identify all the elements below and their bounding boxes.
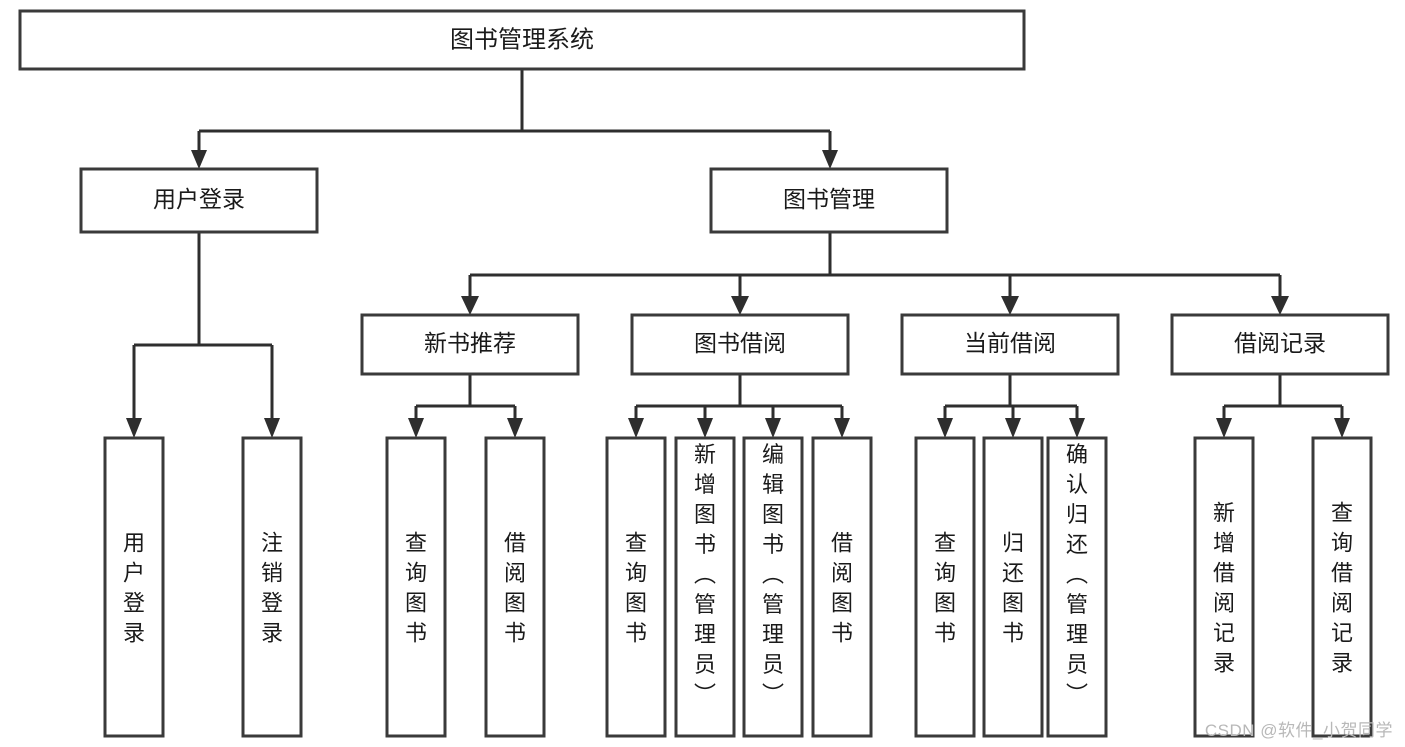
node-book-borrowing-label: 图书借阅	[694, 330, 786, 356]
connector-book-mgmt-to-level3	[461, 232, 1289, 315]
node-book-borrowing[interactable]: 图书借阅	[630, 313, 850, 376]
leaf-node-label: 借阅图书	[831, 530, 853, 645]
leaf-node-box[interactable]	[605, 436, 667, 738]
arrow-head-leaf-13	[1334, 418, 1350, 438]
leaf-node[interactable]: 新增图书︵管理员︶	[674, 436, 736, 738]
leaf-node-box[interactable]	[914, 436, 976, 738]
node-new-book-recommendation-box[interactable]	[360, 313, 580, 376]
node-new-book-recommendation-label: 新书推荐	[424, 330, 516, 356]
leaf-node-box[interactable]	[982, 436, 1044, 738]
connector-root-to-level2	[191, 69, 838, 169]
node-borrowing-record-label: 借阅记录	[1234, 330, 1326, 356]
leaf-node-box[interactable]	[742, 436, 804, 738]
arrow-head-leaf-4	[507, 418, 523, 438]
node-user-login-label: 用户登录	[153, 186, 245, 212]
node-borrowing-record-box[interactable]	[1170, 313, 1390, 376]
leaf-node-label: 用户登录	[123, 530, 145, 645]
node-user-login[interactable]: 用户登录	[79, 167, 319, 234]
leaf-node-label: 确认归还︵管理员︶	[1066, 442, 1088, 707]
connector-current-borrow-to-leaves	[937, 374, 1085, 438]
arrow-head-leaf-6	[697, 418, 713, 438]
node-new-book-recommendation[interactable]: 新书推荐	[360, 313, 580, 376]
leaf-node[interactable]: 查询图书	[605, 436, 667, 738]
node-current-borrowing-label: 当前借阅	[964, 330, 1056, 356]
leaf-node[interactable]: 查询图书	[385, 436, 447, 738]
leaf-node-label: 新增图书︵管理员︶	[694, 442, 716, 707]
arrow-head-borrow	[731, 296, 749, 315]
leaf-node[interactable]: 用户登录	[103, 436, 165, 738]
node-book-management-box[interactable]	[709, 167, 949, 234]
leaf-node-box[interactable]	[484, 436, 546, 738]
arrow-head-leaf-10	[1005, 418, 1021, 438]
leaf-node-layer: 用户登录 注销登录 查询图书 借阅图书 查询图书 新增图书︵管理员︶ 编辑图书︵管理员︶ 借阅…	[103, 436, 1373, 738]
arrow-head-user-login	[191, 150, 207, 169]
connector-borrow-record-to-leaves	[1216, 374, 1350, 438]
node-current-borrowing[interactable]: 当前借阅	[900, 313, 1120, 376]
leaf-node-label: 编辑图书︵管理员︶	[762, 442, 784, 707]
node-borrowing-record[interactable]: 借阅记录	[1170, 313, 1390, 376]
leaf-node-label: 注销登录	[261, 530, 283, 645]
leaf-node-label: 新增借阅记录	[1213, 500, 1235, 675]
leaf-node-label: 借阅图书	[504, 530, 526, 645]
leaf-node[interactable]: 注销登录	[241, 436, 303, 738]
leaf-node-box[interactable]	[1193, 436, 1255, 738]
node-root-box[interactable]	[18, 9, 1026, 71]
arrow-head-book-mgmt	[822, 150, 838, 169]
arrow-head-leaf-3	[408, 418, 424, 438]
leaf-node[interactable]: 查询借阅记录	[1311, 436, 1373, 738]
leaf-node-box[interactable]	[674, 436, 736, 738]
node-book-borrowing-box[interactable]	[630, 313, 850, 376]
arrow-head-leaf-9	[937, 418, 953, 438]
leaf-node-label: 查询图书	[405, 530, 427, 645]
arrow-head-new-book	[461, 296, 479, 315]
arrow-head-leaf-7	[765, 418, 781, 438]
leaf-node-box[interactable]	[385, 436, 447, 738]
leaf-node-box[interactable]	[241, 436, 303, 738]
leaf-node-label: 查询借阅记录	[1331, 500, 1353, 675]
connector-new-book-to-leaves	[408, 374, 523, 438]
leaf-node[interactable]: 编辑图书︵管理员︶	[742, 436, 804, 738]
node-user-login-box[interactable]	[79, 167, 319, 234]
leaf-node[interactable]: 借阅图书	[811, 436, 873, 738]
arrow-head-leaf-8	[834, 418, 850, 438]
arrow-head-leaf-1	[126, 418, 142, 438]
leaf-node-label: 查询图书	[625, 530, 647, 645]
leaf-node-label: 归还图书	[1002, 530, 1024, 645]
leaf-node-box[interactable]	[103, 436, 165, 738]
arrow-head-leaf-11	[1069, 418, 1085, 438]
node-book-management-label: 图书管理	[783, 186, 875, 212]
connector-borrow-to-leaves	[628, 374, 850, 438]
leaf-node[interactable]: 归还图书	[982, 436, 1044, 738]
arrow-head-leaf-12	[1216, 418, 1232, 438]
leaf-node-box[interactable]	[1046, 436, 1108, 738]
node-current-borrowing-box[interactable]	[900, 313, 1120, 376]
node-root-book-management-system[interactable]: 图书管理系统	[18, 9, 1026, 71]
node-root-label: 图书管理系统	[450, 26, 594, 53]
leaf-node-box[interactable]	[811, 436, 873, 738]
arrow-head-leaf-5	[628, 418, 644, 438]
node-book-management[interactable]: 图书管理	[709, 167, 949, 234]
leaf-node[interactable]: 借阅图书	[484, 436, 546, 738]
arrow-head-borrow-record	[1271, 296, 1289, 315]
arrow-head-current-borrow	[1001, 296, 1019, 315]
connector-user-login-to-leaves	[126, 232, 280, 438]
leaf-node-box[interactable]	[1311, 436, 1373, 738]
leaf-node[interactable]: 确认归还︵管理员︶	[1046, 436, 1108, 738]
leaf-node-label: 查询图书	[934, 530, 956, 645]
leaf-node[interactable]: 新增借阅记录	[1193, 436, 1255, 738]
leaf-node[interactable]: 查询图书	[914, 436, 976, 738]
arrow-head-leaf-2	[264, 418, 280, 438]
